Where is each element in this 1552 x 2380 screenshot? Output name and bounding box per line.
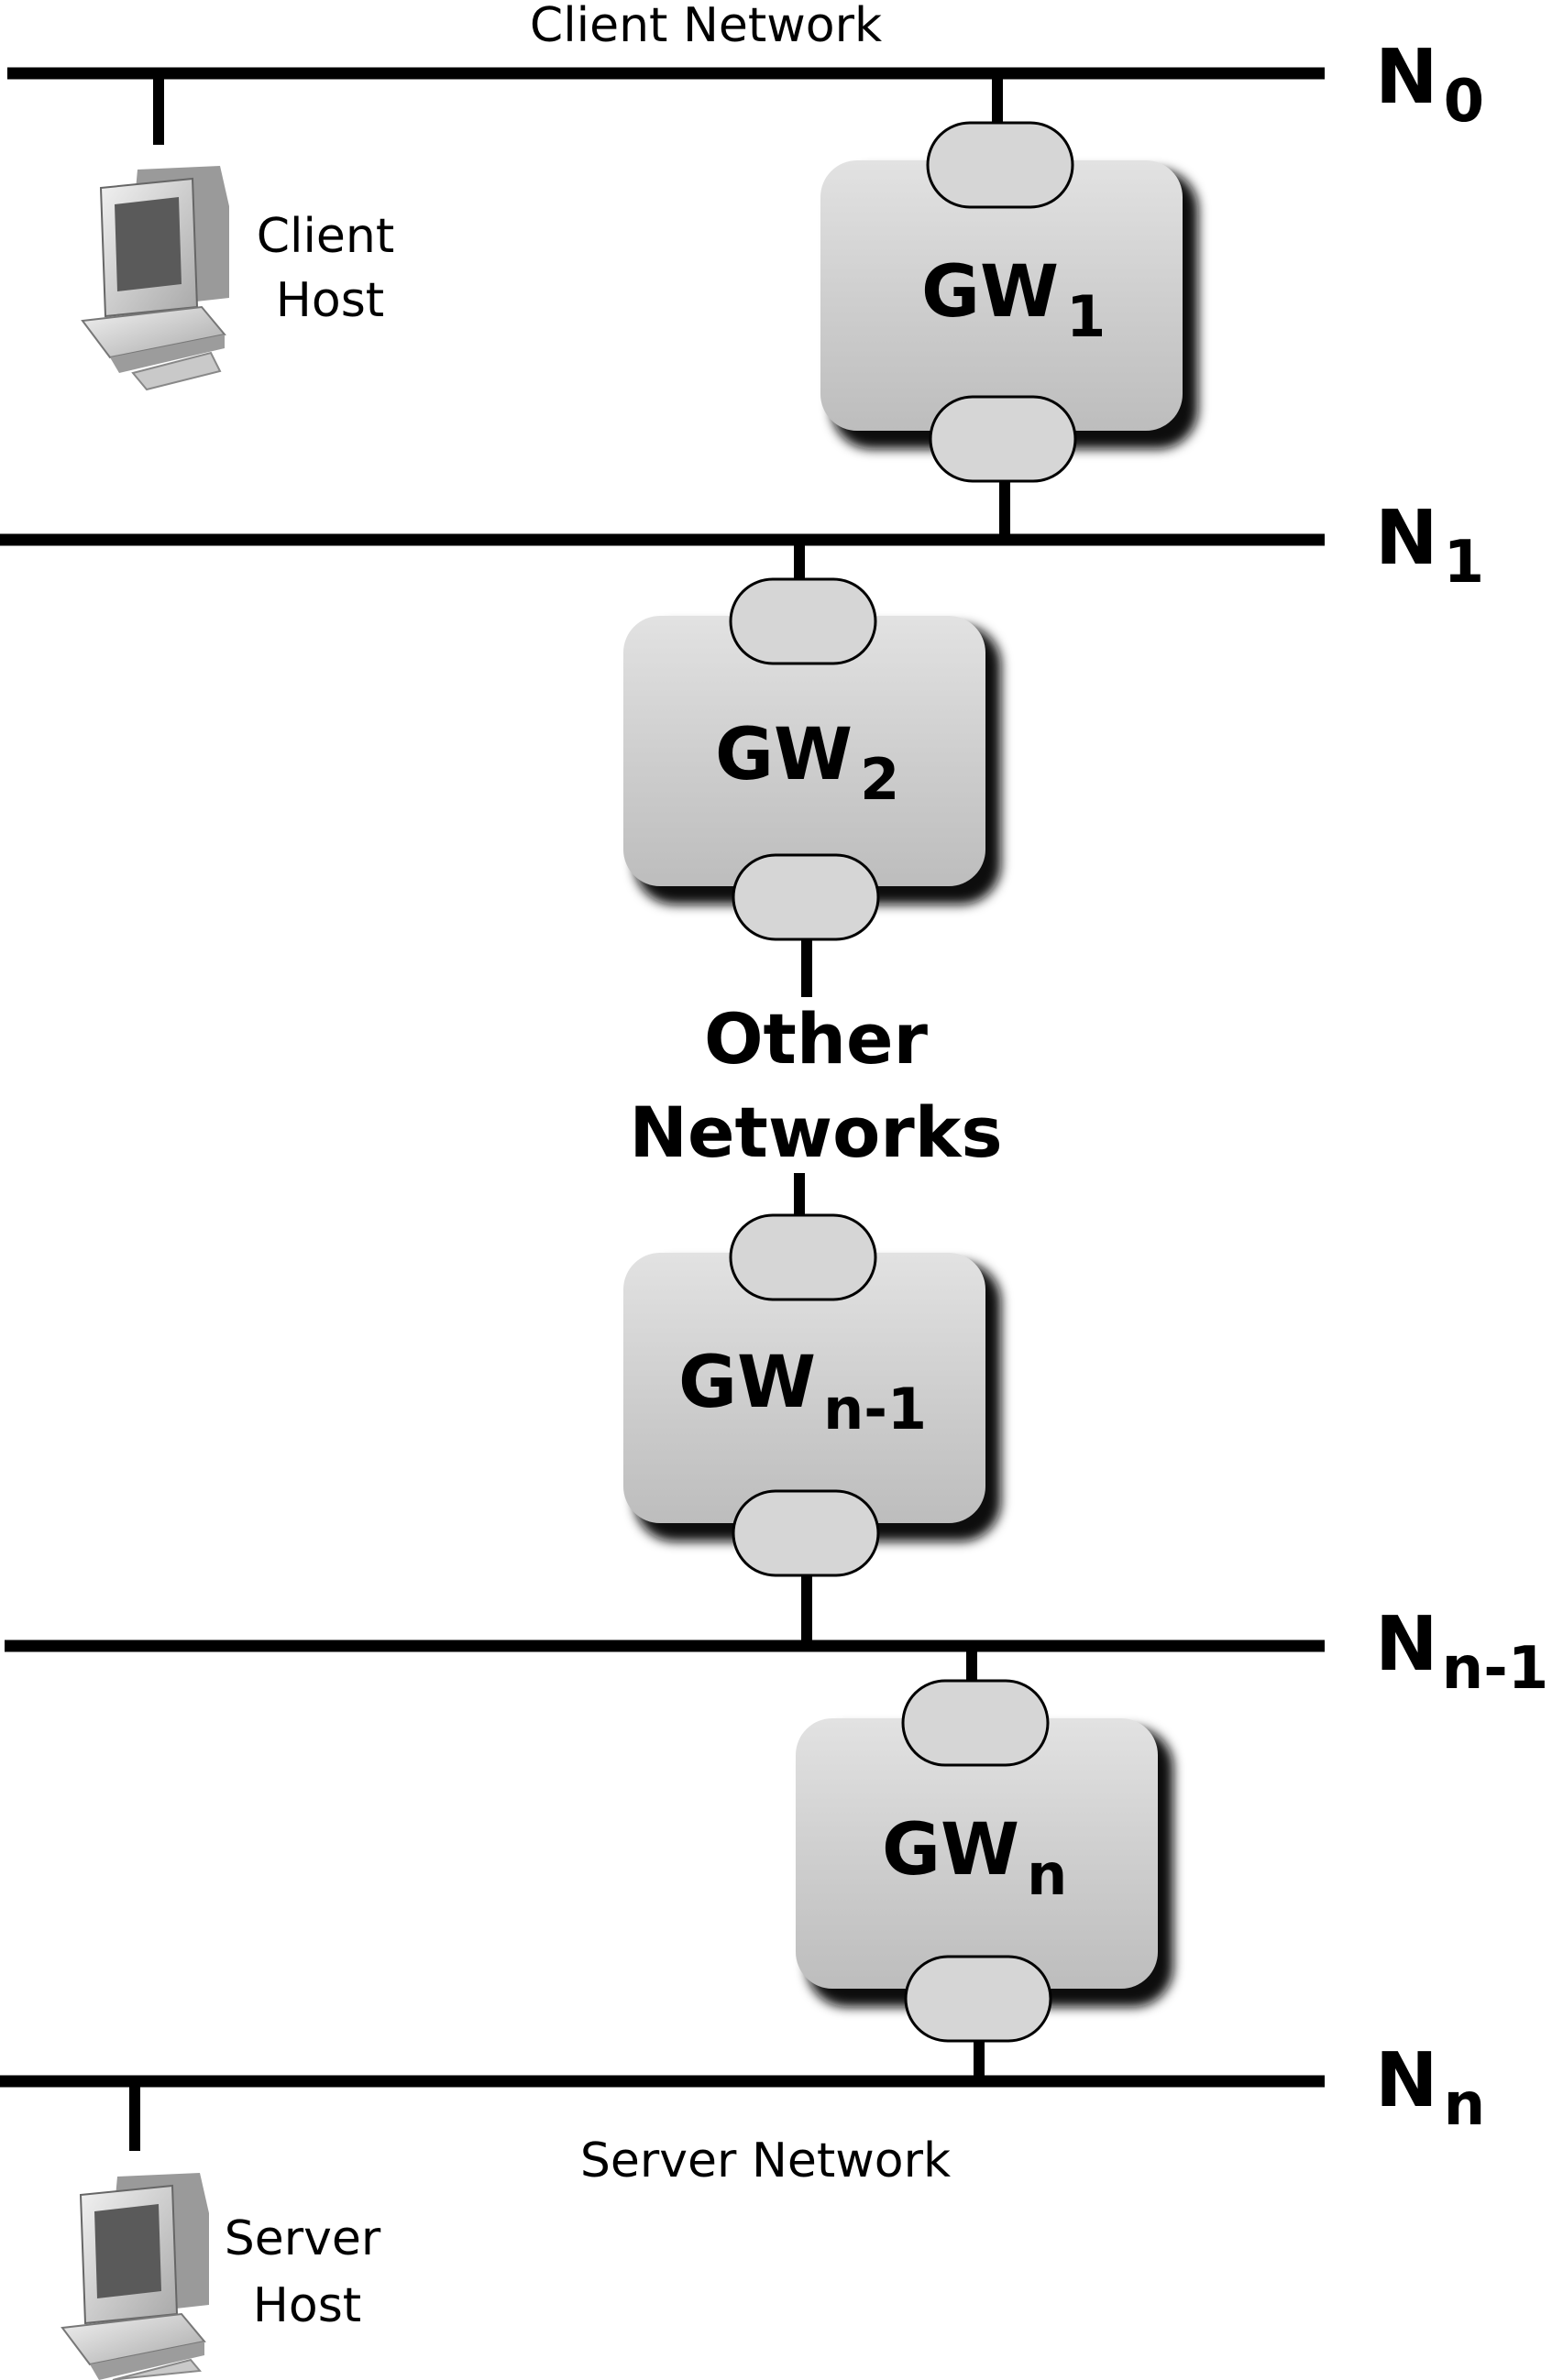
gwn-1-bottom-port <box>732 1489 880 1577</box>
other-networks-line2: Networks <box>629 1091 1002 1173</box>
gwn-bottom-port <box>904 1955 1052 2043</box>
network-label-nn-1: Nn-1 <box>1375 1601 1548 1703</box>
server-network-caption: Server Network <box>580 2133 951 2188</box>
server-host: Server Host <box>61 2173 381 2380</box>
other-networks-line1: Other <box>704 998 929 1080</box>
network-label-nn: Nn <box>1375 2037 1485 2139</box>
computer-icon <box>61 2173 209 2380</box>
gw2-top-port <box>729 577 877 665</box>
client-network-caption: Client Network <box>530 0 882 53</box>
gwn-1-top-port <box>729 1213 877 1301</box>
client-host: Client Host <box>81 166 395 391</box>
computer-icon <box>81 166 229 391</box>
network-lines <box>0 67 1325 2088</box>
gw1-top-port <box>926 121 1074 209</box>
gwn-top-port <box>901 1679 1050 1767</box>
network-label-n0: N0 <box>1375 34 1484 136</box>
server-host-label-line2: Host <box>253 2278 361 2333</box>
other-networks-label: Other Networks <box>629 998 1002 1173</box>
connector-lines <box>129 73 1010 2151</box>
network-label-n1: N1 <box>1375 495 1484 597</box>
gw1-bottom-port <box>929 395 1077 483</box>
server-host-label-line1: Server <box>225 2211 381 2266</box>
gw2-bottom-port <box>732 853 880 941</box>
client-host-label-line2: Host <box>276 273 384 328</box>
client-host-label-line1: Client <box>257 209 395 264</box>
